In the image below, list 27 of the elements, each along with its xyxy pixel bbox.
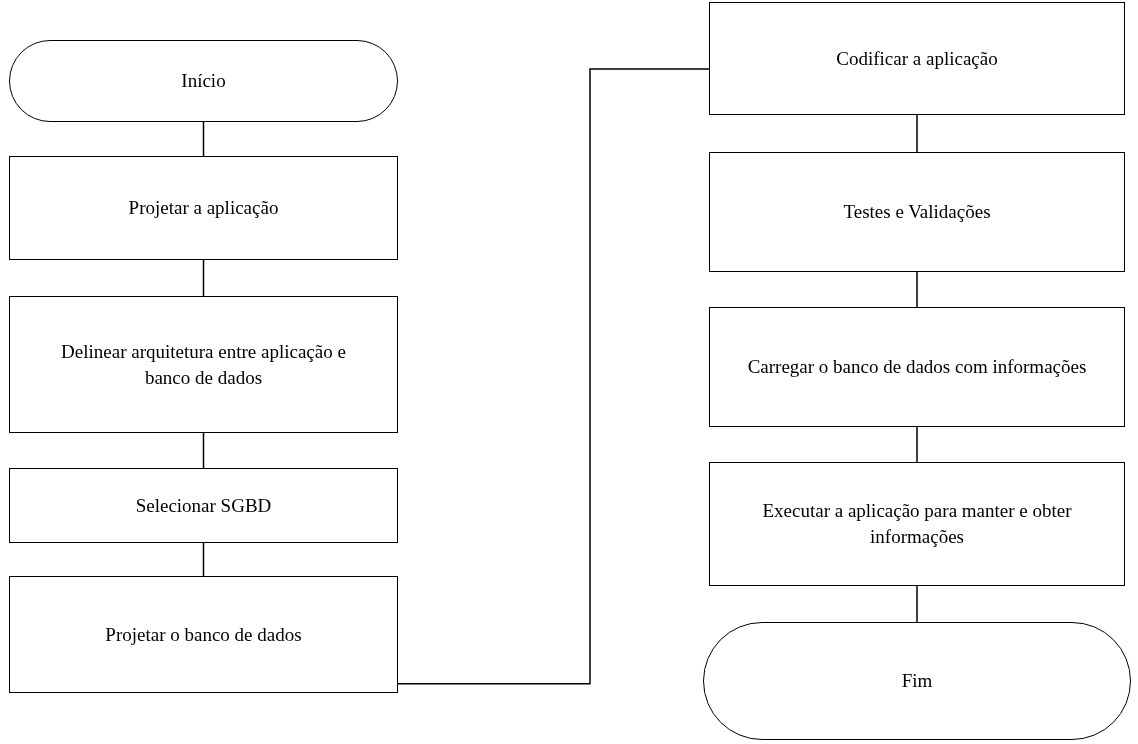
process-box [9, 296, 398, 433]
node-label: Selecionar SGBD [135, 493, 272, 518]
connector-line [916, 114, 918, 153]
node-label: Executar a aplicação para manter e obter informações [761, 499, 1073, 549]
connector-line [202, 542, 205, 577]
node-label: Testes e Validações [843, 200, 991, 225]
connector-line [916, 426, 918, 463]
connector-line [916, 585, 918, 623]
connector-line [202, 432, 205, 469]
process-box [9, 468, 398, 543]
process-box [9, 156, 398, 260]
node-label: Início [181, 69, 226, 94]
connector-line [202, 121, 205, 157]
process-box [709, 462, 1125, 586]
process-box [9, 576, 398, 693]
connector-line [397, 68, 710, 685]
connector-line [202, 259, 205, 297]
node-label: Carregar o banco de dados com informações [747, 355, 1087, 380]
node-label: Codificar a aplicação [836, 46, 998, 71]
connector-line [916, 271, 918, 308]
node-label: Fim [901, 669, 933, 694]
node-label: Projetar a aplicação [128, 196, 279, 221]
process-box [709, 152, 1125, 272]
node-label: Delinear arquitetura entre aplicação e banco de dados [60, 339, 347, 390]
node-label: Projetar o banco de dados [105, 622, 302, 647]
process-box [709, 2, 1125, 115]
process-box [709, 307, 1125, 427]
